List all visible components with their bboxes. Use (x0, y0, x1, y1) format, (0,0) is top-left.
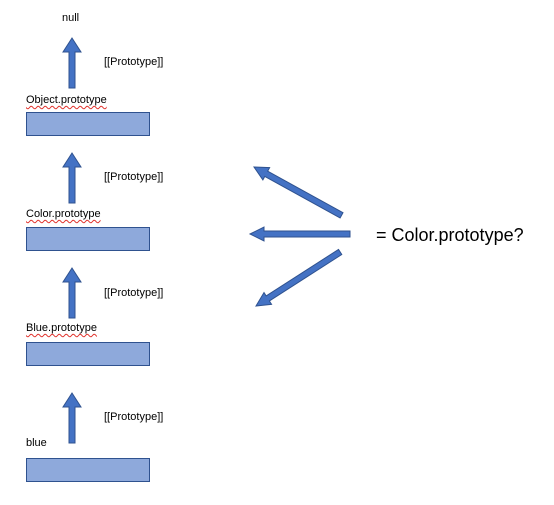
color-prototype-box (26, 227, 150, 251)
blue-prototype-box (26, 342, 150, 366)
blue-prototype-label: Blue.prototype (26, 322, 97, 334)
object-prototype-box (26, 112, 150, 136)
null-label: null (62, 12, 80, 24)
prototype-arrow-instance-to-blue (62, 392, 82, 444)
link-label-middle: [[Prototype]] (104, 287, 164, 299)
object-prototype-label: Object.prototype (26, 94, 107, 106)
link-label-top: [[Prototype]] (104, 56, 164, 68)
pointer-arrow-down (251, 245, 345, 313)
question-text: = Color.prototype? (376, 225, 524, 245)
prototype-arrow-blue-to-color (62, 267, 82, 319)
pointer-arrow-up (250, 160, 346, 222)
link-label-bottom: [[Prototype]] (104, 411, 164, 423)
link-label-upper: [[Prototype]] (104, 171, 164, 183)
color-prototype-label: Color.prototype (26, 208, 101, 220)
prototype-arrow-color-to-object (62, 152, 82, 204)
pointer-arrow-middle (249, 226, 351, 242)
blue-instance-label: blue (26, 437, 47, 449)
blue-instance-box (26, 458, 150, 482)
prototype-arrow-object-to-null (62, 37, 82, 89)
